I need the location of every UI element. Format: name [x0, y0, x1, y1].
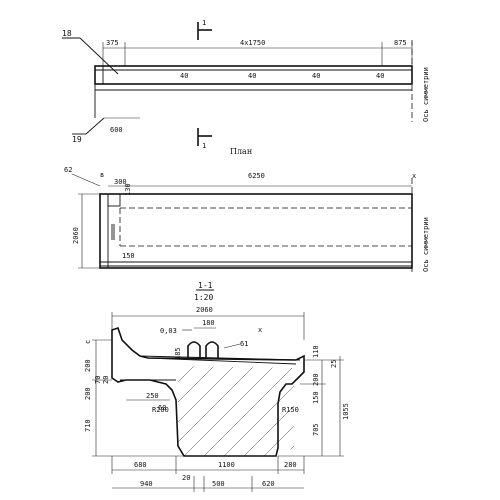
sec-dim-200b: 200 — [84, 387, 92, 400]
plan-mark-4: 40 — [376, 72, 384, 80]
sec-dim-710: 710 — [84, 419, 92, 432]
sec-dim-20b: 20 — [182, 474, 190, 482]
elev-tag-b: в — [100, 171, 104, 179]
plan-section-mark-bottom: 1 — [202, 142, 206, 150]
elev-dim-2060: 2060 — [72, 227, 80, 244]
sec-dim-180: 180 — [202, 319, 215, 327]
sec-dim-280: 280 — [284, 461, 297, 469]
plan-callout-18: 18 — [62, 29, 72, 38]
sec-dim-705: 705 — [312, 423, 320, 436]
sec-dim-70: 70 — [94, 376, 102, 384]
plan-axis-label: Ось симметрии — [422, 67, 430, 122]
section-title: 1-1 — [198, 281, 213, 290]
sec-dim-250: 250 — [146, 392, 159, 400]
plan-dim-875: 875 — [394, 39, 407, 47]
sec-dim-2060: 2060 — [196, 306, 213, 314]
sec-dim-r150: R150 — [282, 406, 299, 414]
sec-dim-620: 620 — [262, 480, 275, 488]
plan-mark-3: 40 — [312, 72, 320, 80]
plan-callout-19: 19 — [72, 135, 82, 144]
plan-mark-2: 40 — [248, 72, 256, 80]
sec-dim-20: 20 — [102, 376, 110, 384]
sec-dim-200c: 200 — [312, 373, 320, 386]
sec-slope: 0,03 — [160, 327, 177, 335]
plan-caption: План — [230, 147, 252, 156]
sec-dim-1100: 1100 — [218, 461, 235, 469]
sec-dim-110: 110 — [312, 345, 320, 358]
plan-dim-375: 375 — [106, 39, 119, 47]
section-1-1: 1-1 1:20 2060 180 — [84, 281, 350, 492]
plan-dim-4x1750: 4x1750 — [240, 39, 265, 47]
plan-view: 1 1 375 4x1750 875 40 40 40 40 18 19 600 — [62, 19, 430, 156]
elev-dim-62: 62 — [64, 166, 72, 174]
elev-tag-x: х — [412, 172, 416, 180]
sec-dim-1055: 1055 — [342, 403, 350, 420]
elev-dim-150: 150 — [122, 252, 135, 260]
sec-dim-940: 940 — [140, 480, 153, 488]
section-scale: 1:20 — [194, 293, 213, 302]
sec-dim-185: 185 — [174, 347, 182, 360]
sec-tag-c: c — [84, 340, 92, 344]
elev-axis-label: Ось симметрии — [422, 217, 430, 272]
rail-right — [205, 341, 219, 358]
elev-dim-130: 130 — [124, 183, 132, 196]
rail-left — [187, 341, 201, 358]
sec-dim-61: 61 — [240, 340, 248, 348]
elev-dim-6250: 6250 — [248, 172, 265, 180]
section-hatch — [178, 366, 294, 456]
sec-tag-x: х — [258, 326, 262, 334]
elev-dim-300: 300 — [114, 178, 127, 186]
elevation-view: 62 в 300 6250 х 130 2060 150 Ось симметр… — [64, 166, 430, 272]
elevation-outline — [99, 193, 413, 269]
plan-slab-outline — [94, 65, 413, 85]
sec-dim-r200: R200 — [152, 406, 169, 414]
plan-mark-1: 40 — [180, 72, 188, 80]
plan-section-mark-top: 1 — [202, 19, 206, 27]
sec-dim-60: 60 — [158, 404, 166, 412]
sec-dim-680: 680 — [134, 461, 147, 469]
sec-dim-500: 500 — [212, 480, 225, 488]
sec-dim-150: 150 — [312, 391, 320, 404]
sec-dim-25: 25 — [330, 360, 338, 368]
sec-dim-200a: 200 — [84, 359, 92, 372]
plan-dim-600: 600 — [110, 126, 123, 134]
